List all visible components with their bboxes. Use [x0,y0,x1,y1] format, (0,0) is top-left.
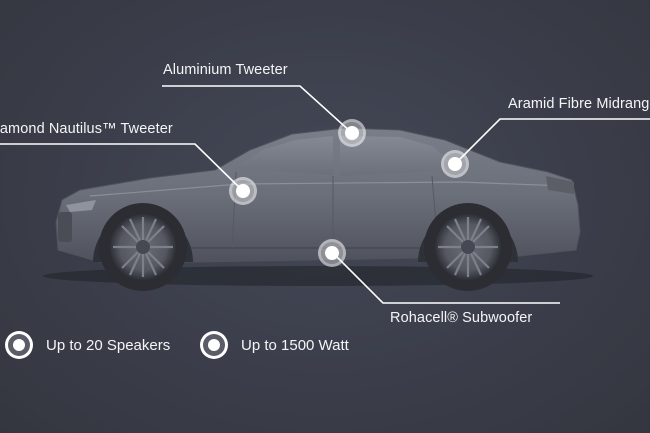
car-window-front [236,136,333,175]
diamond-tweeter-label: Diamond Nautilus™ Tweeter [0,121,173,137]
feature-watt-label: Up to 1500 Watt [241,336,349,354]
car-door-line-3 [231,171,237,251]
subwoofer-leader [332,252,560,304]
feature-speakers: Up to 20 Speakers [8,334,170,356]
car-window-rear [340,136,460,176]
car-grille [58,212,72,242]
aramid-midrange-marker[interactable] [444,153,466,175]
front-wheel [99,203,187,291]
rear-wheel [424,203,512,291]
subwoofer-label: Rohacell® Subwoofer [390,310,533,326]
diamond-tweeter-leader [0,143,244,192]
aluminium-tweeter-leader [162,85,353,134]
subwoofer-marker[interactable] [321,242,343,264]
bullet-icon [203,334,225,356]
bullet-icon [8,334,30,356]
car-shoulder-line [89,181,566,197]
aramid-midrange-leader [454,118,650,165]
aramid-midrange-label: Aramid Fibre Midrange [508,96,650,112]
aluminium-tweeter-marker[interactable] [341,122,363,144]
feature-watt: Up to 1500 Watt [203,334,349,356]
car-taillight [546,176,574,194]
car-headlight [66,200,96,212]
feature-speakers-label: Up to 20 Speakers [46,336,171,354]
aluminium-tweeter-label: Aluminium Tweeter [163,62,288,78]
diamond-tweeter-marker[interactable] [232,180,254,202]
